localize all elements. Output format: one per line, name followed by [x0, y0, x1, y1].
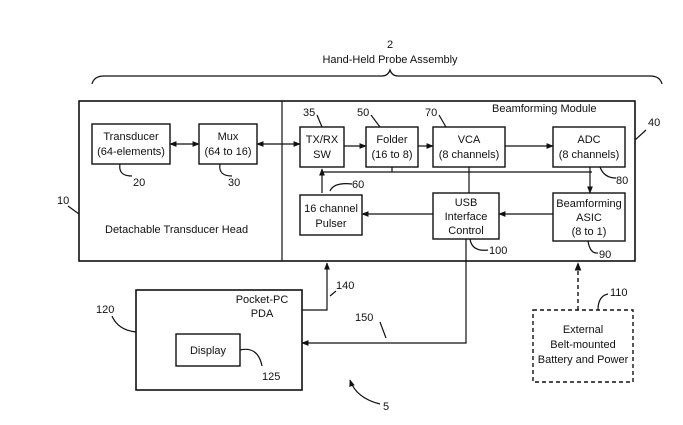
- vca-line1: VCA: [458, 134, 481, 146]
- battery-ref-leader: [598, 294, 608, 310]
- usb-line2: Interface: [445, 211, 488, 223]
- asic-ref: 90: [599, 249, 611, 261]
- module-label: Beamforming Module: [492, 103, 597, 115]
- pda-ref: 120: [96, 304, 114, 316]
- vca-block: VCA (8 channels): [433, 127, 505, 167]
- adc-ref: 80: [616, 175, 628, 187]
- pda-module-ref-leader: [330, 291, 336, 296]
- pda-line2: PDA: [251, 308, 274, 320]
- usb-line1: USB: [455, 197, 478, 209]
- mux-ref-leader: [220, 164, 232, 176]
- adc-ref-leader: [600, 167, 616, 178]
- txrx-line1: TX/RX: [306, 134, 339, 146]
- asic-line3: (8 to 1): [572, 226, 607, 238]
- adc-line1: ADC: [577, 134, 600, 146]
- folder-line1: Folder: [376, 134, 408, 146]
- mux-line1: Mux: [218, 131, 239, 143]
- assembly-brace: [92, 70, 662, 84]
- display-ref: 125: [262, 371, 280, 383]
- transducer-line2: (64-elements): [97, 146, 165, 158]
- pda-module-link: [302, 263, 327, 310]
- pda-module-ref: 140: [336, 280, 354, 292]
- battery-line3: Battery and Power: [538, 354, 629, 366]
- display-block: Display: [176, 334, 240, 366]
- asic-line1: Beamforming: [556, 198, 621, 210]
- beamforming-asic-block: Beamforming ASIC (8 to 1): [553, 193, 625, 241]
- asic-ref-leader: [588, 241, 598, 253]
- pulser-ref-leader: [330, 184, 352, 191]
- pulser-line2: Pulser: [315, 218, 347, 230]
- adc-line2: (8 channels): [559, 149, 620, 161]
- battery-ref: 110: [610, 287, 628, 299]
- mux-line2: (64 to 16): [204, 146, 251, 158]
- folder-line2: (16 to 8): [372, 149, 413, 161]
- assembly-title: Hand-Held Probe Assembly: [322, 54, 458, 66]
- usb-interface-block: USB Interface Control: [433, 193, 499, 239]
- asic-line2: ASIC: [576, 212, 602, 224]
- figure-arrow: [350, 380, 380, 404]
- usb-line3: Control: [448, 225, 483, 237]
- mux-block: Mux (64 to 16): [199, 124, 257, 164]
- module-ref-leader: [635, 130, 646, 140]
- transducer-ref-leader: [120, 164, 132, 176]
- pulser-ref: 60: [352, 179, 364, 191]
- assembly-ref: 2: [387, 39, 393, 51]
- usb-pda-ref-leader: [380, 322, 386, 338]
- transducer-ref: 20: [133, 177, 145, 189]
- head-ref: 10: [57, 195, 69, 207]
- usb-ref-leader: [470, 239, 488, 250]
- mux-ref: 30: [228, 177, 240, 189]
- vca-ref: 70: [425, 107, 437, 119]
- battery-line1: External: [563, 324, 603, 336]
- usb-ref: 100: [489, 245, 507, 257]
- display-ref-leader: [240, 349, 262, 366]
- txrx-ref-leader: [317, 115, 322, 127]
- transducer-block: Transducer (64-elements): [92, 124, 170, 164]
- figure-number: 5: [383, 401, 389, 413]
- transducer-line1: Transducer: [103, 131, 159, 143]
- txrx-switch-block: TX/RX SW: [300, 127, 344, 167]
- vca-line2: (8 channels): [439, 149, 500, 161]
- txrx-line2: SW: [313, 149, 331, 161]
- usb-pda-ref: 150: [355, 312, 373, 324]
- display-label: Display: [190, 345, 227, 357]
- txrx-ref: 35: [303, 107, 315, 119]
- adc-block: ADC (8 channels): [553, 127, 625, 167]
- head-ref-leader: [68, 206, 79, 214]
- pda-ref-leader: [112, 316, 136, 332]
- head-label: Detachable Transducer Head: [105, 224, 248, 236]
- module-ref: 40: [648, 117, 660, 129]
- folder-block: Folder (16 to 8): [366, 127, 418, 167]
- pulser-line1: 16 channel: [304, 203, 358, 215]
- vca-ref-leader: [439, 115, 446, 127]
- folder-ref-leader: [371, 115, 380, 127]
- pulser-block: 16 channel Pulser: [300, 195, 362, 235]
- folder-ref: 50: [357, 107, 369, 119]
- pda-line1: Pocket-PC: [236, 294, 289, 306]
- battery-line2: Belt-mounted: [550, 339, 615, 351]
